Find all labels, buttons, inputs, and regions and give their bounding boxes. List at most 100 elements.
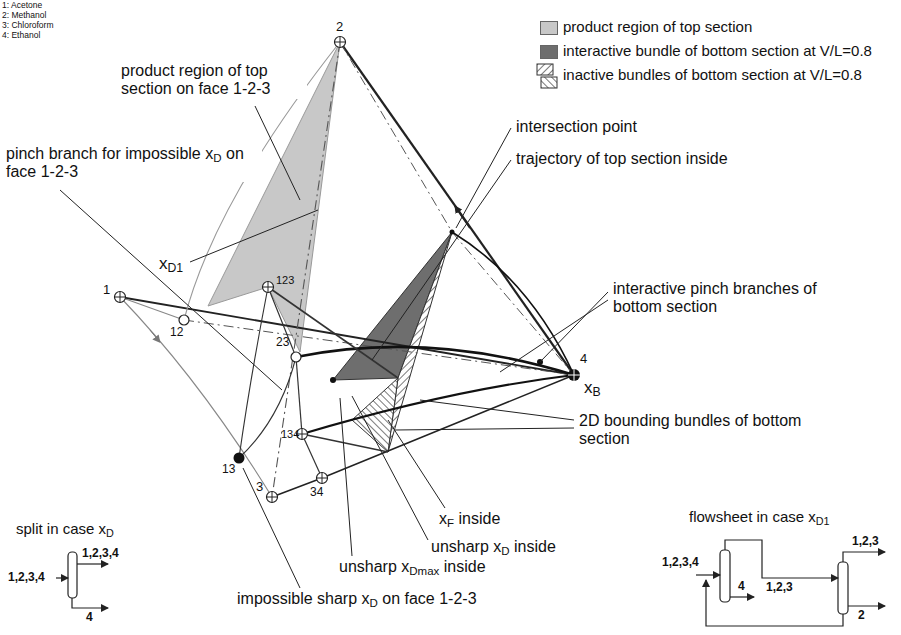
stream-label: 1,2,3,4 [8,571,45,585]
composition-points [291,352,301,362]
composition-points [450,230,455,235]
legend-text: product region of top section [563,18,752,35]
annotation: trajectory of top section inside [515,150,729,168]
leader-lines [500,300,608,372]
tetrahedron-edges [340,42,574,375]
composition-points [568,369,580,381]
subscript: D1 [168,261,184,275]
stream-label: 4 [738,580,745,594]
pinch-branches [239,232,574,478]
pinch-branches [452,232,574,375]
subscript: Dmax [409,565,439,577]
flowsheet-sketch [848,605,885,606]
stream-label: 1,2,3 [766,581,793,595]
tetrahedron-edges [120,297,272,497]
subscript: F [447,517,454,529]
bottom-bundles [333,232,452,380]
legend-hatch-swatches [537,64,557,88]
leader-lines [352,396,428,540]
pinch-branches [239,357,296,458]
flowsheet-sketch [838,562,848,614]
stream-label: 2 [858,609,865,623]
vertex-label: 23 [276,336,289,350]
vertex-label: 3 [256,480,263,495]
leader-lines [243,468,300,588]
tetrahedron-edges [120,297,574,375]
tetrahedron-edges [340,42,452,232]
composition-points [335,37,346,48]
vertex-label: 12 [170,326,183,340]
flowsheet-sketch [706,580,843,626]
vertex-label: 1 [103,283,110,298]
pinch-branches [239,287,268,458]
flowsheet-sketch [843,552,885,562]
leader-lines [190,210,318,262]
subscript: D [501,545,509,557]
legend-text: interactive bundle of bottom section at … [563,42,872,59]
flowsheet-sketch [696,574,720,575]
pinch-branches [302,434,322,478]
vertex-label: 13 [222,463,235,477]
vertex-label: 123 [276,274,294,287]
pinch-branches [302,434,388,452]
flowsheet-sketch [696,540,885,626]
leader-lines [420,400,574,420]
subscript: D [106,527,114,539]
component-key: 3: Chloroform [2,21,54,31]
vertex-label: 2 [336,20,343,35]
bottom-bundles [388,232,452,452]
point-label: xB [584,378,601,398]
leader-lines [456,128,511,228]
tetrahedron-edges [120,297,184,320]
flowsheet-sketch [720,550,730,602]
component-key: 2: Methanol [2,11,46,21]
bottom-bundles [352,378,398,452]
leader-lines [340,398,352,556]
column-split-sketch [77,563,108,564]
legend-hatch-swatches [541,77,557,88]
tetrahedron-edges [452,232,574,375]
pinch-branches [302,375,574,434]
panel-title: flowsheet in case xD1 [688,508,831,525]
composition-points [267,492,278,503]
annotation: intersection point [515,118,638,136]
subscript: B [593,385,601,399]
legend-hatch-swatches [537,64,553,75]
composition-points [234,453,245,464]
annotation: impossible sharp xD on face 1-2-3 [236,590,478,608]
leader-lines [388,420,445,508]
pinch-branches [268,287,398,378]
flowsheet-sketch [730,596,754,597]
component-key: 4: Ethanol [2,31,40,41]
composition-points [317,473,328,484]
legend-swatch [540,21,558,35]
composition-points [330,377,336,383]
subscript: D [370,597,378,609]
vertex-label: 34 [310,486,323,500]
tetrahedron-edges [120,42,574,497]
leader-lines [540,292,608,362]
stream-label: 1,2,3 [852,535,879,549]
stream-label: 1,2,3,4 [662,556,699,570]
vertex-label: 134 [281,428,299,441]
point-label: xD1 [158,254,184,274]
subscript: D1 [816,515,830,527]
leader-lines [60,190,282,390]
annotation: pinch branch for impossible xD on face 1… [5,145,262,182]
legend-swatch [540,45,558,59]
composition-points [115,37,581,503]
column-split-sketch [72,598,108,608]
tetrahedron-edges [272,375,574,497]
column-split-sketch [68,552,77,598]
panel-title: split in case xD [15,520,115,537]
subscript: D [213,152,221,164]
component-key: 1: Acetone [2,1,42,11]
leader-lines [395,428,574,430]
tetrahedron-edges [150,330,158,340]
column-split-sketch [56,552,108,608]
composition-points [263,282,274,293]
pinch-branches [296,347,574,375]
flowsheet-sketch [725,540,838,578]
annotation: xF inside [438,510,501,528]
annotation: interactive pinch branches of bottom sec… [612,280,828,317]
